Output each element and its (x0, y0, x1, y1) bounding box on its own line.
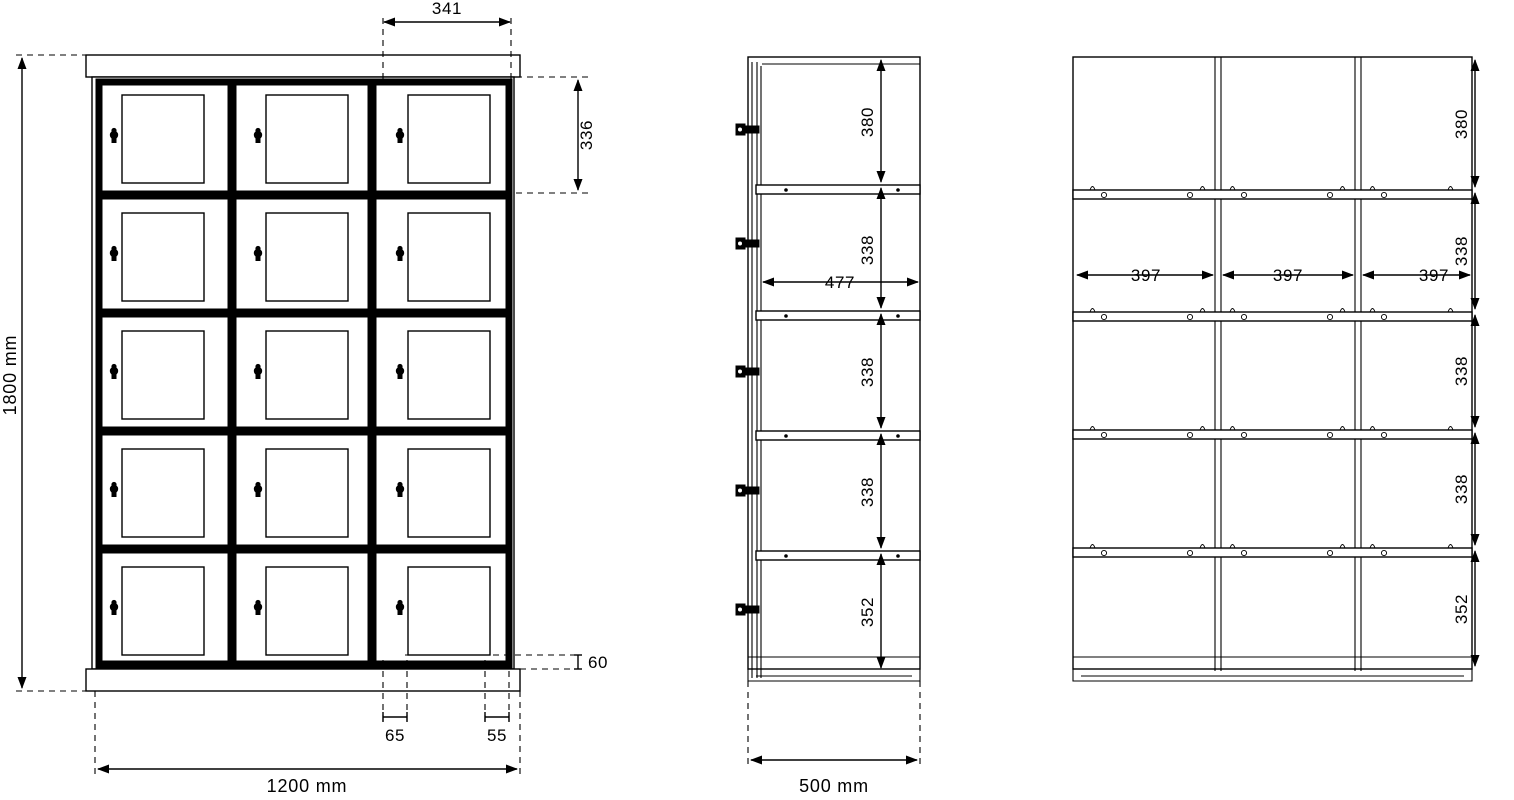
dim-60-label: 60 (588, 653, 608, 672)
dim-rear-338a-label: 338 (1452, 236, 1471, 266)
dim-rear-352-label: 352 (1452, 594, 1471, 624)
lock-icon[interactable] (253, 481, 263, 497)
lock-icon[interactable] (109, 599, 119, 615)
front-door-r3c2[interactable] (253, 330, 349, 420)
dim-side-338c-label: 338 (858, 477, 877, 507)
dim-55-label: 55 (487, 726, 507, 745)
dim-rear-380: 380 (1452, 59, 1480, 188)
rear-base (1072, 656, 1473, 682)
front-door-r1c3[interactable] (395, 94, 491, 184)
dim-341-label: 341 (432, 0, 462, 18)
front-door-r1c1[interactable] (109, 94, 205, 184)
dim-rear-352: 352 (1452, 550, 1480, 667)
dim-65-label: 65 (385, 726, 405, 745)
hinge-icon (735, 123, 760, 136)
dim-rear-380-label: 380 (1452, 109, 1471, 139)
lock-icon[interactable] (395, 599, 405, 615)
dim-side-338a-label: 338 (858, 235, 877, 265)
lock-icon[interactable] (395, 481, 405, 497)
dim-side-338-a: 338 (858, 187, 886, 309)
front-door-r4c3[interactable] (395, 448, 491, 538)
dim-side-380-label: 380 (858, 107, 877, 137)
front-door-r3c1[interactable] (109, 330, 205, 420)
dim-397-a: 397 (1076, 266, 1214, 285)
dim-397c-label: 397 (1419, 266, 1449, 285)
lock-icon[interactable] (109, 481, 119, 497)
dim-side-380: 380 (858, 59, 886, 183)
dim-397-b: 397 (1222, 266, 1354, 285)
lock-icon[interactable] (395, 245, 405, 261)
lock-icon[interactable] (253, 127, 263, 143)
dim-55: 55 (484, 660, 510, 745)
front-door-r2c3[interactable] (395, 212, 491, 302)
dim-500-label: 500 mm (799, 776, 869, 796)
lock-icon[interactable] (109, 363, 119, 379)
rear-vertical-dividers (1214, 57, 1362, 671)
lock-icon[interactable] (395, 363, 405, 379)
front-view: 341 336 1800 mm (0, 0, 608, 796)
front-door-r5c3[interactable] (395, 566, 491, 656)
dim-477-label: 477 (825, 273, 855, 292)
hinge-icon (735, 603, 760, 616)
dim-rear-338c-label: 338 (1452, 474, 1471, 504)
dim-65: 65 (382, 660, 408, 745)
rear-shelf-2 (1072, 308, 1473, 322)
lock-icon[interactable] (253, 599, 263, 615)
front-door-r3c3[interactable] (395, 330, 491, 420)
dim-side-338-c: 338 (858, 433, 886, 549)
dim-rear-338-b: 338 (1452, 314, 1480, 428)
front-horizontal-bands (95, 78, 513, 670)
dim-341: 341 (382, 0, 512, 80)
dim-side-352-label: 352 (858, 597, 877, 627)
dim-500: 500 mm (747, 681, 921, 796)
front-top-cap (85, 54, 521, 78)
dim-1200-label: 1200 mm (267, 776, 348, 796)
front-door-r5c1[interactable] (109, 566, 205, 656)
dim-side-338b-label: 338 (858, 357, 877, 387)
rear-carcass (1072, 56, 1473, 670)
dim-side-338-b: 338 (858, 313, 886, 429)
front-door-r2c2[interactable] (253, 212, 349, 302)
side-hinges (735, 123, 760, 616)
hinge-icon (735, 237, 760, 250)
dim-336-label: 336 (577, 120, 596, 150)
lock-icon[interactable] (109, 245, 119, 261)
dim-rear-338-c: 338 (1452, 432, 1480, 546)
dim-rear-338b-label: 338 (1452, 356, 1471, 386)
dim-side-352: 352 (858, 553, 886, 669)
side-view: 380 338 338 338 352 477 (735, 56, 921, 796)
dim-477: 477 (762, 273, 919, 292)
dim-397-c: 397 (1362, 266, 1471, 285)
front-door-r1c2[interactable] (253, 94, 349, 184)
dim-1800: 1800 mm (0, 54, 88, 692)
front-door-r2c1[interactable] (109, 212, 205, 302)
lock-icon[interactable] (395, 127, 405, 143)
front-door-r4c2[interactable] (253, 448, 349, 538)
hinge-icon (735, 365, 760, 378)
dim-397a-label: 397 (1131, 266, 1161, 285)
rear-view: 380 338 338 338 352 397 (1072, 56, 1480, 682)
front-door-r5c2[interactable] (253, 566, 349, 656)
lock-icon[interactable] (253, 245, 263, 261)
side-carcass (747, 56, 921, 670)
side-shelves (755, 184, 921, 561)
hinge-icon (735, 484, 760, 497)
dim-336: 336 (516, 76, 596, 194)
front-plinth (85, 668, 521, 692)
front-door-r4c1[interactable] (109, 448, 205, 538)
dim-1800-label: 1800 mm (0, 335, 20, 416)
lock-icon[interactable] (253, 363, 263, 379)
dim-1200: 1200 mm (94, 691, 521, 796)
dim-rear-338-a: 338 (1452, 192, 1480, 310)
dim-397b-label: 397 (1273, 266, 1303, 285)
dim-60: 60 (405, 653, 608, 672)
lock-icon[interactable] (109, 127, 119, 143)
side-base (747, 656, 921, 682)
